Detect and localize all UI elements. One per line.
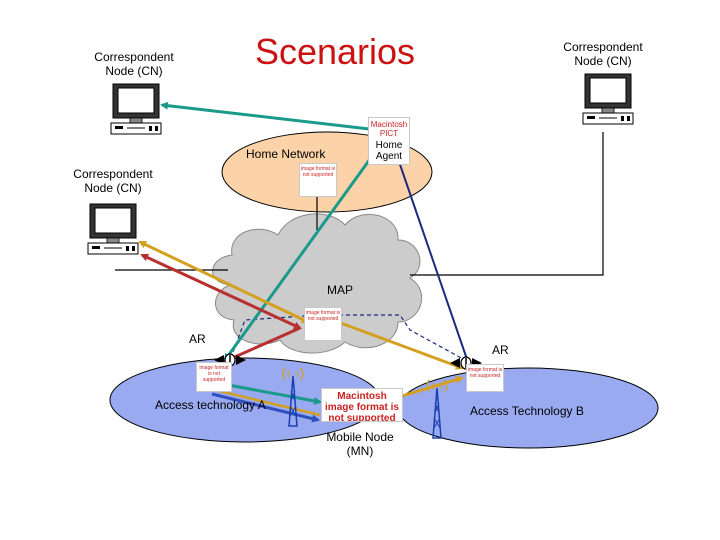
label-access-b: Access Technology B <box>470 404 584 418</box>
link-mn-antenna-gold <box>214 388 321 417</box>
label-ar-left: AR <box>189 332 206 346</box>
home-agent-image: Macintosh PICT Home Agent <box>368 117 410 165</box>
wire-right-cn <box>410 132 604 276</box>
label-home-network: Home Network <box>246 147 326 161</box>
mobile-node-image-placeholder: Macintosh image format is not supported <box>321 388 403 422</box>
home-agent-label: Home Agent <box>375 140 403 162</box>
link-homeagent-arright <box>393 148 472 370</box>
label-access-a: Access technology A <box>155 398 266 412</box>
label-cn-mid-left: Correspondent Node (CN) <box>73 167 153 195</box>
label-ar-right: AR <box>492 343 509 357</box>
home-agent-overlay: Macintosh PICT <box>370 120 408 138</box>
ar-right-image-placeholder: image format is not supported <box>466 364 504 392</box>
cn-top-left-computer <box>110 83 162 135</box>
link-cn-homeagent <box>160 101 380 134</box>
link-arright-mn-gold <box>393 375 464 401</box>
map-image-placeholder: image format is not supported <box>304 307 342 341</box>
cn-top-right-computer <box>582 73 634 125</box>
label-map: MAP <box>327 283 354 297</box>
page-title: Scenarios <box>254 31 416 72</box>
ar-left-image-placeholder: image format is not supported <box>196 362 232 392</box>
link-cn-map-red <box>140 253 302 330</box>
home-router-image-placeholder: image format is not supported <box>299 163 337 197</box>
link-arleft-mn-blue <box>211 392 320 423</box>
cn-mid-left-computer <box>87 203 139 255</box>
label-cn-top-left: Correspondent Node (CN) <box>94 50 174 78</box>
label-mobile-node: Mobile Node (MN) <box>326 430 394 458</box>
label-cn-top-right: Correspondent Node (CN) <box>563 40 643 68</box>
